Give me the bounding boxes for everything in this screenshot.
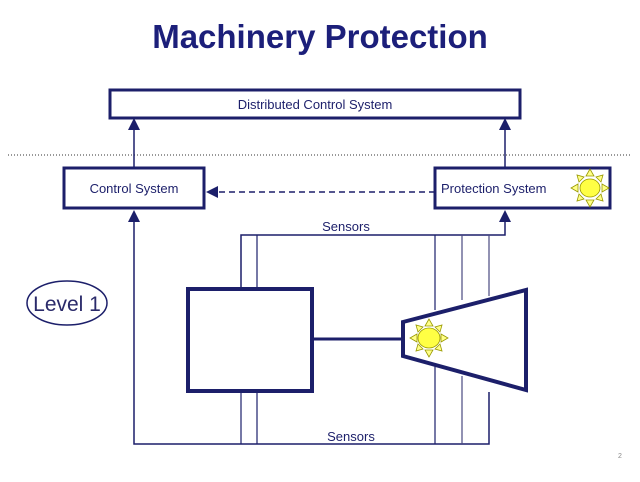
motor-block <box>186 287 314 393</box>
sensors-label-top: Sensors <box>322 219 370 234</box>
sensors-bus-bottom <box>128 210 490 445</box>
control-system-label: Control System <box>90 181 179 196</box>
level-badge: Level 1 <box>26 280 108 326</box>
sun-icon <box>409 318 449 358</box>
dcs-box: Distributed Control System <box>108 88 522 120</box>
sensors-bus-top <box>240 210 511 288</box>
level-label: Level 1 <box>33 293 101 316</box>
slide-title: Machinery Protection <box>152 18 488 55</box>
protection-system-label: Protection System <box>441 181 547 196</box>
turbine-block <box>401 287 528 393</box>
slide-number: 2 <box>618 453 622 460</box>
control-system-box: Control System <box>62 166 206 210</box>
sensors-label-bottom: Sensors <box>327 429 375 444</box>
sun-icon <box>570 168 610 208</box>
dcs-label: Distributed Control System <box>238 97 393 112</box>
